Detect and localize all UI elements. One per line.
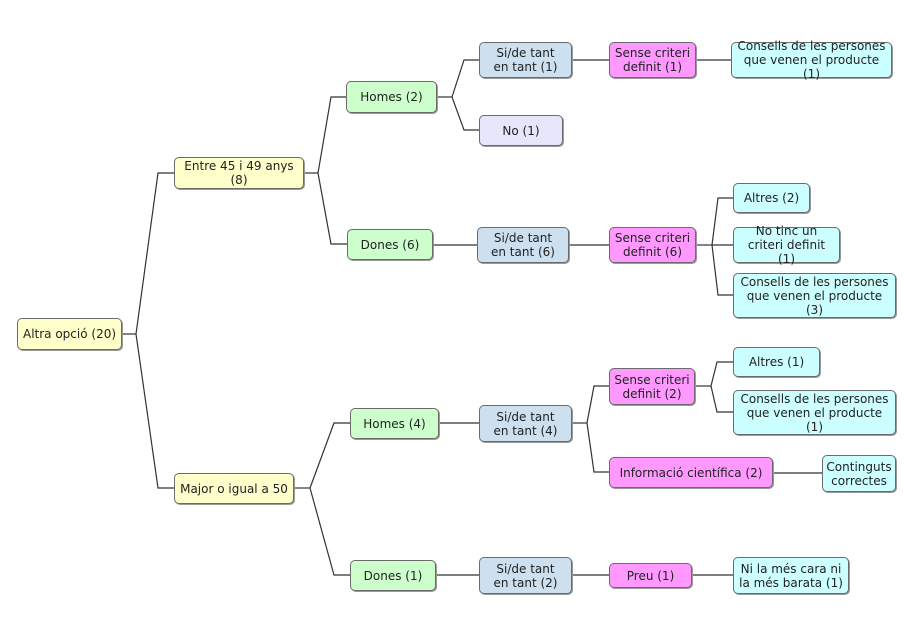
criteria-label: Sense criteri definit (2)	[614, 372, 690, 401]
gender-label: Dones (6)	[360, 237, 420, 252]
detail-node[interactable]: Altres (1)	[733, 347, 820, 377]
root-node[interactable]: Altra opció (20)	[17, 318, 122, 350]
answer-node-si[interactable]: Si/de tant en tant (1)	[479, 42, 572, 78]
answer-node-no[interactable]: No (1)	[479, 115, 563, 146]
detail-node[interactable]: Ni la més cara ni la més barata (1)	[733, 557, 849, 594]
age-node-50-plus[interactable]: Major o igual a 50	[174, 473, 294, 504]
answer-label: Si/de tant en tant (1)	[493, 46, 558, 74]
detail-label: Altres (1)	[748, 355, 805, 369]
age-label: Entre 45 i 49 anys (8)	[184, 159, 294, 187]
criteria-label: Sense criteri definit (1)	[614, 46, 691, 74]
connector-branch	[317, 172, 347, 245]
answer-node-si[interactable]: Si/de tant en tant (4)	[479, 405, 572, 442]
answer-node-si[interactable]: Si/de tant en tant (2)	[479, 557, 572, 594]
connector-branch	[309, 422, 350, 489]
detail-node[interactable]: No tinc un criteri definit (1)	[733, 224, 840, 266]
criteria-label: Sense criteri definit (6)	[614, 231, 691, 259]
answer-node-si[interactable]: Si/de tant en tant (6)	[477, 227, 569, 263]
connector-branch	[710, 361, 733, 387]
connector-branch	[451, 59, 479, 98]
root-label: Altra opció (20)	[22, 327, 117, 341]
criteria-node[interactable]: Informació científica (2)	[609, 457, 773, 488]
gender-label: Dones (1)	[363, 568, 423, 583]
connector-branch	[586, 422, 609, 473]
answer-label: No (1)	[502, 123, 540, 138]
criteria-node[interactable]: Sense criteri definit (1)	[609, 42, 696, 78]
gender-node-dones[interactable]: Dones (6)	[347, 229, 433, 260]
connector-branch	[710, 385, 733, 413]
connector-branch	[135, 333, 174, 489]
detail-node[interactable]: Consells de les persones que venen el pr…	[733, 390, 896, 435]
connector-branch	[317, 96, 346, 174]
connector-branch	[586, 385, 609, 424]
gender-label: Homes (4)	[363, 416, 426, 431]
criteria-label: Informació científica (2)	[619, 465, 763, 480]
detail-label: No tinc un criteri definit (1)	[747, 224, 826, 266]
connector-branch	[135, 172, 174, 335]
detail-label: Altres (2)	[743, 191, 800, 205]
connector-branch	[451, 96, 479, 131]
detail-label: Consells de les persones que venen el pr…	[740, 274, 889, 317]
age-label: Major o igual a 50	[180, 481, 288, 496]
detail-label: Continguts correctes	[826, 459, 892, 488]
criteria-node[interactable]: Preu (1)	[609, 563, 692, 588]
criteria-node[interactable]: Sense criteri definit (2)	[609, 368, 695, 405]
detail-node[interactable]: Consells de les persones que venen el pr…	[733, 273, 896, 318]
gender-node-homes[interactable]: Homes (2)	[346, 81, 437, 113]
detail-node[interactable]: Altres (2)	[733, 183, 810, 213]
gender-node-homes[interactable]: Homes (4)	[350, 408, 439, 439]
detail-label: Consells de les persones que venen el pr…	[737, 39, 886, 81]
detail-node[interactable]: Consells de les persones que venen el pr…	[731, 39, 892, 81]
connector-branch	[711, 244, 733, 296]
detail-label: Ni la més cara ni la més barata (1)	[739, 561, 843, 590]
gender-label: Homes (2)	[360, 90, 423, 104]
answer-label: Si/de tant en tant (4)	[493, 409, 558, 438]
criteria-node[interactable]: Sense criteri definit (6)	[609, 227, 696, 263]
criteria-label: Preu (1)	[626, 568, 675, 583]
gender-node-dones[interactable]: Dones (1)	[350, 560, 436, 591]
answer-label: Si/de tant en tant (6)	[491, 231, 555, 259]
answer-label: Si/de tant en tant (2)	[493, 561, 558, 590]
detail-label: Consells de les persones que venen el pr…	[740, 391, 889, 434]
connector-branch	[711, 197, 733, 246]
connector-branch	[309, 487, 350, 576]
detail-node[interactable]: Continguts correctes	[822, 455, 896, 492]
age-node-45-49[interactable]: Entre 45 i 49 anys (8)	[174, 157, 304, 189]
